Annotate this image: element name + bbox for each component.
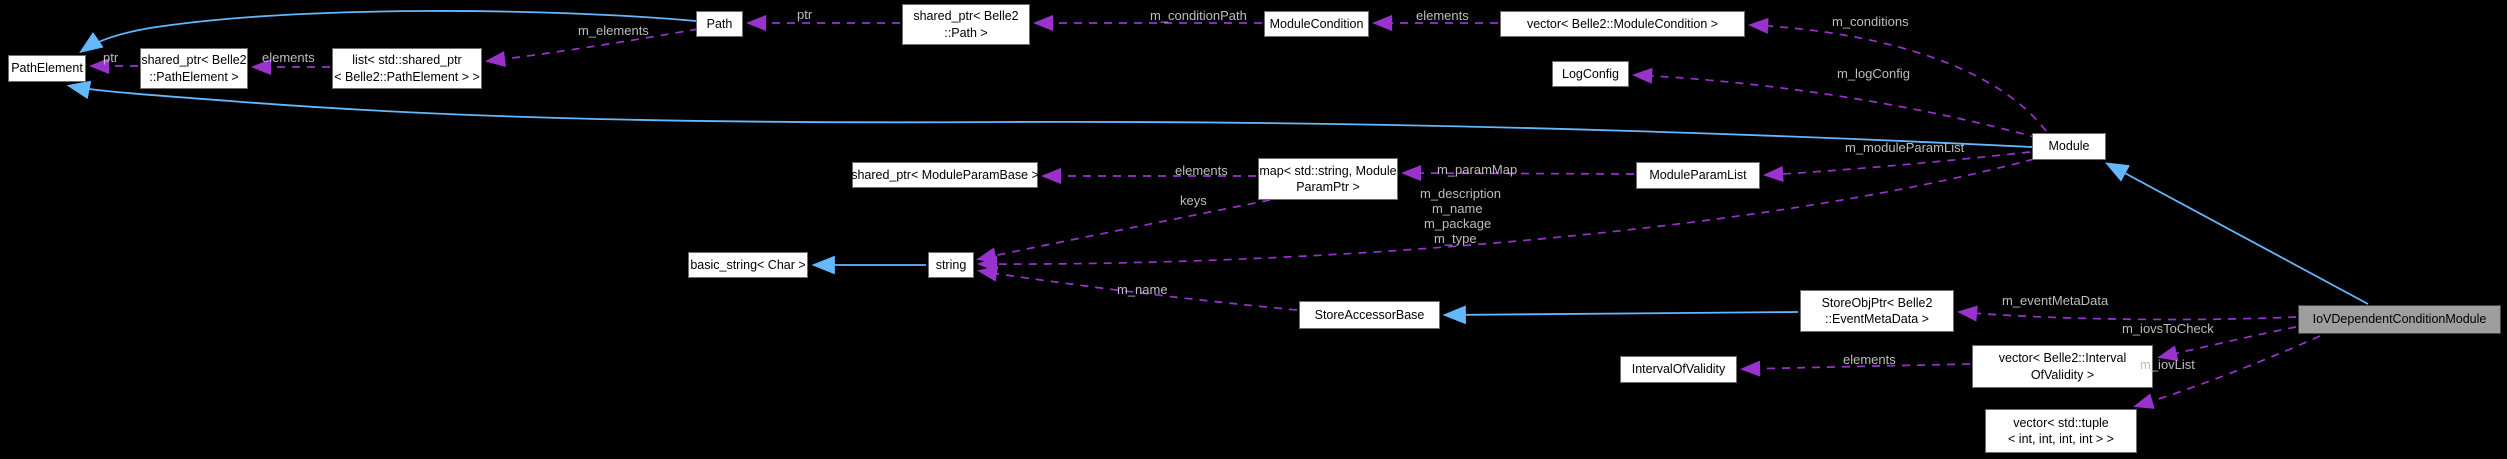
edge-label-elements: elements [1416,8,1469,23]
edge-usage-module-string-members [976,158,2035,273]
node-label: list< std::shared_ptr [352,53,462,67]
node-label: PathElement [11,61,83,76]
node-label: ::Path > [944,25,988,40]
edge-usage-storeaccessorbase-m-name [977,265,1298,311]
node-label: ModuleCondition [1269,16,1364,31]
node-label: string [935,257,967,272]
node-label: ::PathElement > [149,69,239,84]
node-label: map< std::string, Module [1259,163,1397,178]
edge-inherit-path-to-pathelement [79,10,697,53]
node-label: ParamPtr > [1296,180,1360,194]
node-shared-ptr-pathelement[interactable]: shared_ptr< Belle2::PathElement > [140,48,248,89]
edge-label-ptr: ptr [797,7,813,22]
edge-inherit-module-to-pathelement [66,80,2033,148]
node-label: vector< Belle2::Interval [1998,351,2127,365]
node-label: vector< std::tuple [2013,415,2109,430]
node-module-param-list[interactable]: ModuleParamList [1636,162,1760,189]
edge-label-m_iovsToCheck: m_iovsToCheck [2122,321,2214,336]
edge-label-m_paramMap: m_paramMap [1437,162,1518,177]
node-log-config[interactable]: LogConfig [1552,61,1629,87]
node-store-accessor-base[interactable]: StoreAccessorBase [1299,301,1440,329]
edge-label-elements: elements [1843,352,1896,367]
edge-label-elements: elements [1175,163,1228,178]
edge-label-m_moduleParamList: m_moduleParamList [1845,140,1965,155]
edge-usage-vector-iov-elements [1739,360,1971,377]
edge-usage-iovmodule-m-iovstocheck [2157,326,2297,362]
node-vector-module-condition[interactable]: vector< Belle2::ModuleCondition > [1500,11,1745,37]
edge-label-m_logConfig: m_logConfig [1837,66,1910,81]
node-label: ::EventMetaData > [1825,312,1929,326]
edge-label-m_name: m_name [1117,282,1168,297]
node-label: vector< Belle2::ModuleCondition > [1526,16,1719,31]
edge-label-m_description: m_description [1420,186,1501,201]
node-string[interactable]: string [928,252,974,278]
node-interval-of-validity[interactable]: IntervalOfValidity [1620,356,1737,383]
edge-label-m_conditions: m_conditions [1832,14,1909,29]
edge-usage-iovmodule-m-eventmetadata [1956,305,2297,322]
edge-usage-module-m-conditions [1747,17,2047,132]
edge-label-ptr: ptr [103,50,119,65]
node-label: LogConfig [1562,66,1619,81]
node-store-obj-ptr-eventmetadata[interactable]: StoreObjPtr< Belle2::EventMetaData > [1800,290,1954,332]
edge-label-m_name: m_name [1432,201,1483,216]
edge-usage-module-m-moduleparamlist [1762,151,2031,183]
edge-inherit-storeobjptr-to-storeaccessorbase [1442,305,1799,325]
node-label: StoreObjPtr< Belle2 [1821,295,1933,310]
edge-label-m_eventMetaData: m_eventMetaData [2002,293,2109,308]
node-label: IoVDependentConditionModule [2312,312,2487,327]
node-basic-string-char[interactable]: basic_string< Char > [688,252,808,278]
node-shared-ptr-path[interactable]: shared_ptr< Belle2::Path > [902,4,1030,45]
node-label: < Belle2::PathElement > > [334,69,480,84]
edge-label-keys: keys [1180,193,1207,208]
edge-label-elements: elements [262,50,315,65]
node-label: IntervalOfValidity [1631,362,1726,377]
node-path[interactable]: Path [696,11,743,37]
edge-usage-module-m-logconfig [1631,67,2039,139]
edge-label-m_conditionPath: m_conditionPath [1150,8,1247,23]
node-module[interactable]: Module [2032,133,2106,160]
edge-label-m_package: m_package [1424,216,1492,231]
node-label: StoreAccessorBase [1314,307,1425,322]
node-module-condition[interactable]: ModuleCondition [1264,11,1369,37]
node-iov-dependent-condition-module[interactable]: IoVDependentConditionModule [2298,305,2501,334]
node-label: Path [706,16,733,31]
node-label: < int, int, int, int > > [2008,432,2114,446]
edge-label-m_type: m_type [1434,231,1477,246]
edge-label-m_elements: m_elements [578,23,649,38]
node-label: OfValidity > [2030,367,2095,382]
edge-usage-path-m-elements [484,28,699,68]
node-path-element[interactable]: PathElement [8,55,86,82]
node-label: basic_string< Char > [690,257,806,272]
node-label: shared_ptr< Belle2 [913,9,1019,23]
node-label: shared_ptr< ModuleParamBase > [851,167,1039,182]
node-vector-std-tuple-int4[interactable]: vector< std::tuple< int, int, int, int >… [1985,409,2137,453]
edge-label-m_iovList: m_iovList [2140,357,2195,372]
node-label: Module [2048,139,2090,154]
node-label: shared_ptr< Belle2 [141,53,247,67]
node-list-shared-ptr-pathelement[interactable]: list< std::shared_ptr< Belle2::PathEleme… [332,48,482,89]
edge-inherit-iovmodule-to-module [2104,162,2369,305]
node-label: ModuleParamList [1649,168,1747,183]
edge-usage-map-keys [976,199,1271,264]
node-shared-ptr-moduleparambase[interactable]: shared_ptr< ModuleParamBase > [851,162,1039,188]
